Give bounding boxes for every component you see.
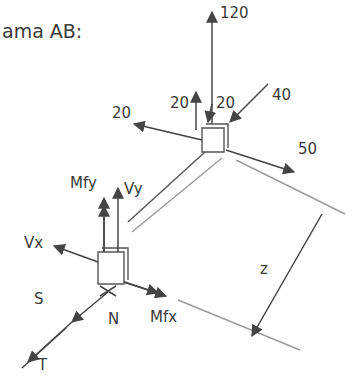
force-label: Vx [24,236,43,251]
extension-line [178,300,300,350]
moment-arrow [103,198,105,252]
force-label: Mfx [150,310,177,325]
force-arrow [134,124,202,140]
force-label: 40 [272,88,291,103]
moment-arrow [124,282,158,293]
axis-cross [100,286,116,296]
force-label: N [108,312,119,327]
extension-line [236,160,345,214]
force-arrow [230,84,268,122]
section-box [98,252,124,284]
dimension-line [252,214,322,336]
force-arrow [72,292,108,322]
force-arrow [208,104,212,122]
force-label: Vy [124,182,143,197]
bar-edge [132,158,222,232]
section-box [102,248,128,280]
force-label: z [260,262,268,277]
section-box [202,128,224,152]
force-label: Mfy [70,176,97,191]
moment-arrow [124,282,166,296]
heading: ama AB: [2,22,82,41]
section-box [206,124,228,148]
force-arrow [54,246,98,262]
force-arrow [117,188,119,252]
force-label: T [38,358,47,373]
force-arrow [195,92,197,130]
force-arrow [226,150,294,172]
force-label: 50 [298,142,317,157]
force-label: 20 [112,106,131,121]
force-label: S [34,292,44,307]
force-label: 20 [170,96,189,111]
moment-arrow [103,206,105,252]
force-label: 20 [216,96,235,111]
force-label: 120 [220,6,249,21]
